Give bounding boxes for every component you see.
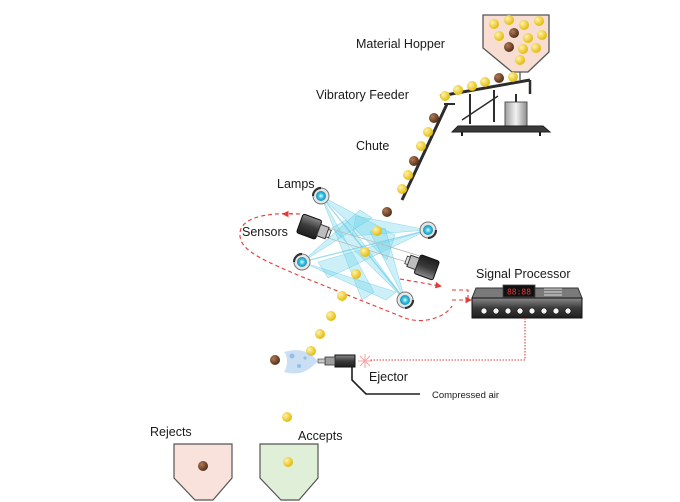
sensor-view-lines bbox=[327, 227, 421, 267]
processor-knob bbox=[564, 307, 572, 315]
good-particle bbox=[534, 16, 544, 26]
good-particle bbox=[453, 85, 463, 95]
air-blast bbox=[284, 350, 318, 374]
good-particle bbox=[489, 19, 499, 29]
sensor-camera-left bbox=[296, 213, 332, 240]
good-particle bbox=[440, 91, 450, 101]
good-particle bbox=[372, 226, 382, 236]
falling-particles bbox=[282, 207, 392, 422]
sensor-camera-right bbox=[404, 254, 440, 281]
good-particle bbox=[494, 31, 504, 41]
processor-knob bbox=[504, 307, 512, 315]
processor-knob bbox=[552, 307, 560, 315]
material-hopper bbox=[482, 14, 550, 80]
lamp-upper-right bbox=[419, 221, 438, 240]
label-chute: Chute bbox=[356, 139, 389, 153]
good-particle bbox=[519, 20, 529, 30]
bad-particle bbox=[429, 113, 439, 123]
good-particle bbox=[515, 55, 525, 65]
good-particle bbox=[523, 33, 533, 43]
good-particle bbox=[403, 170, 413, 180]
lamp-upper-left bbox=[311, 186, 330, 205]
label-material-hopper: Material Hopper bbox=[356, 37, 445, 51]
signal-processor-unit: 88:88 bbox=[471, 284, 583, 319]
vibratory-feeder bbox=[439, 72, 552, 136]
bad-particle bbox=[509, 28, 519, 38]
bad-particle bbox=[270, 355, 280, 365]
bad-particle bbox=[494, 73, 504, 83]
solenoid-spark-icon bbox=[358, 354, 372, 368]
label-signal-processor: Signal Processor bbox=[476, 267, 571, 281]
label-compressed-air: Compressed air bbox=[432, 390, 499, 401]
good-particle bbox=[508, 72, 518, 82]
label-lamps: Lamps bbox=[277, 177, 315, 191]
good-particle bbox=[537, 30, 547, 40]
processor-knob bbox=[516, 307, 524, 315]
good-particle bbox=[351, 269, 361, 279]
light-beams bbox=[301, 195, 429, 301]
good-particle bbox=[531, 43, 541, 53]
processor-knob bbox=[528, 307, 536, 315]
rejects-bin bbox=[173, 443, 233, 501]
good-particle bbox=[416, 141, 426, 151]
processor-to-ejector-line bbox=[370, 318, 526, 361]
label-rejects: Rejects bbox=[150, 425, 192, 439]
accepts-bin bbox=[259, 443, 319, 501]
lamp-lower-left bbox=[292, 252, 311, 271]
good-particle bbox=[423, 127, 433, 137]
good-particle bbox=[315, 329, 325, 339]
processor-knob bbox=[492, 307, 500, 315]
bad-particle bbox=[198, 461, 208, 471]
processor-display: 88:88 bbox=[507, 288, 531, 297]
bad-particle bbox=[382, 207, 392, 217]
good-particle bbox=[467, 81, 477, 91]
good-particle bbox=[283, 457, 293, 467]
lamp-lower-right bbox=[396, 291, 415, 310]
label-ejector: Ejector bbox=[369, 370, 408, 384]
processor-knob bbox=[480, 307, 488, 315]
good-particle bbox=[337, 291, 347, 301]
ejector bbox=[317, 354, 420, 395]
bad-particle bbox=[409, 156, 419, 166]
good-particle bbox=[397, 184, 407, 194]
label-vibratory-feeder: Vibratory Feeder bbox=[316, 88, 409, 102]
label-sensors: Sensors bbox=[242, 225, 288, 239]
bad-particle bbox=[504, 42, 514, 52]
good-particle bbox=[480, 77, 490, 87]
good-particle bbox=[360, 247, 370, 257]
good-particle bbox=[282, 412, 292, 422]
good-particle bbox=[504, 15, 514, 25]
good-particle bbox=[518, 44, 528, 54]
sensor-signal-lines bbox=[239, 210, 472, 321]
label-accepts: Accepts bbox=[298, 429, 342, 443]
good-particle bbox=[326, 311, 336, 321]
chute bbox=[397, 103, 455, 201]
processor-knob bbox=[540, 307, 548, 315]
